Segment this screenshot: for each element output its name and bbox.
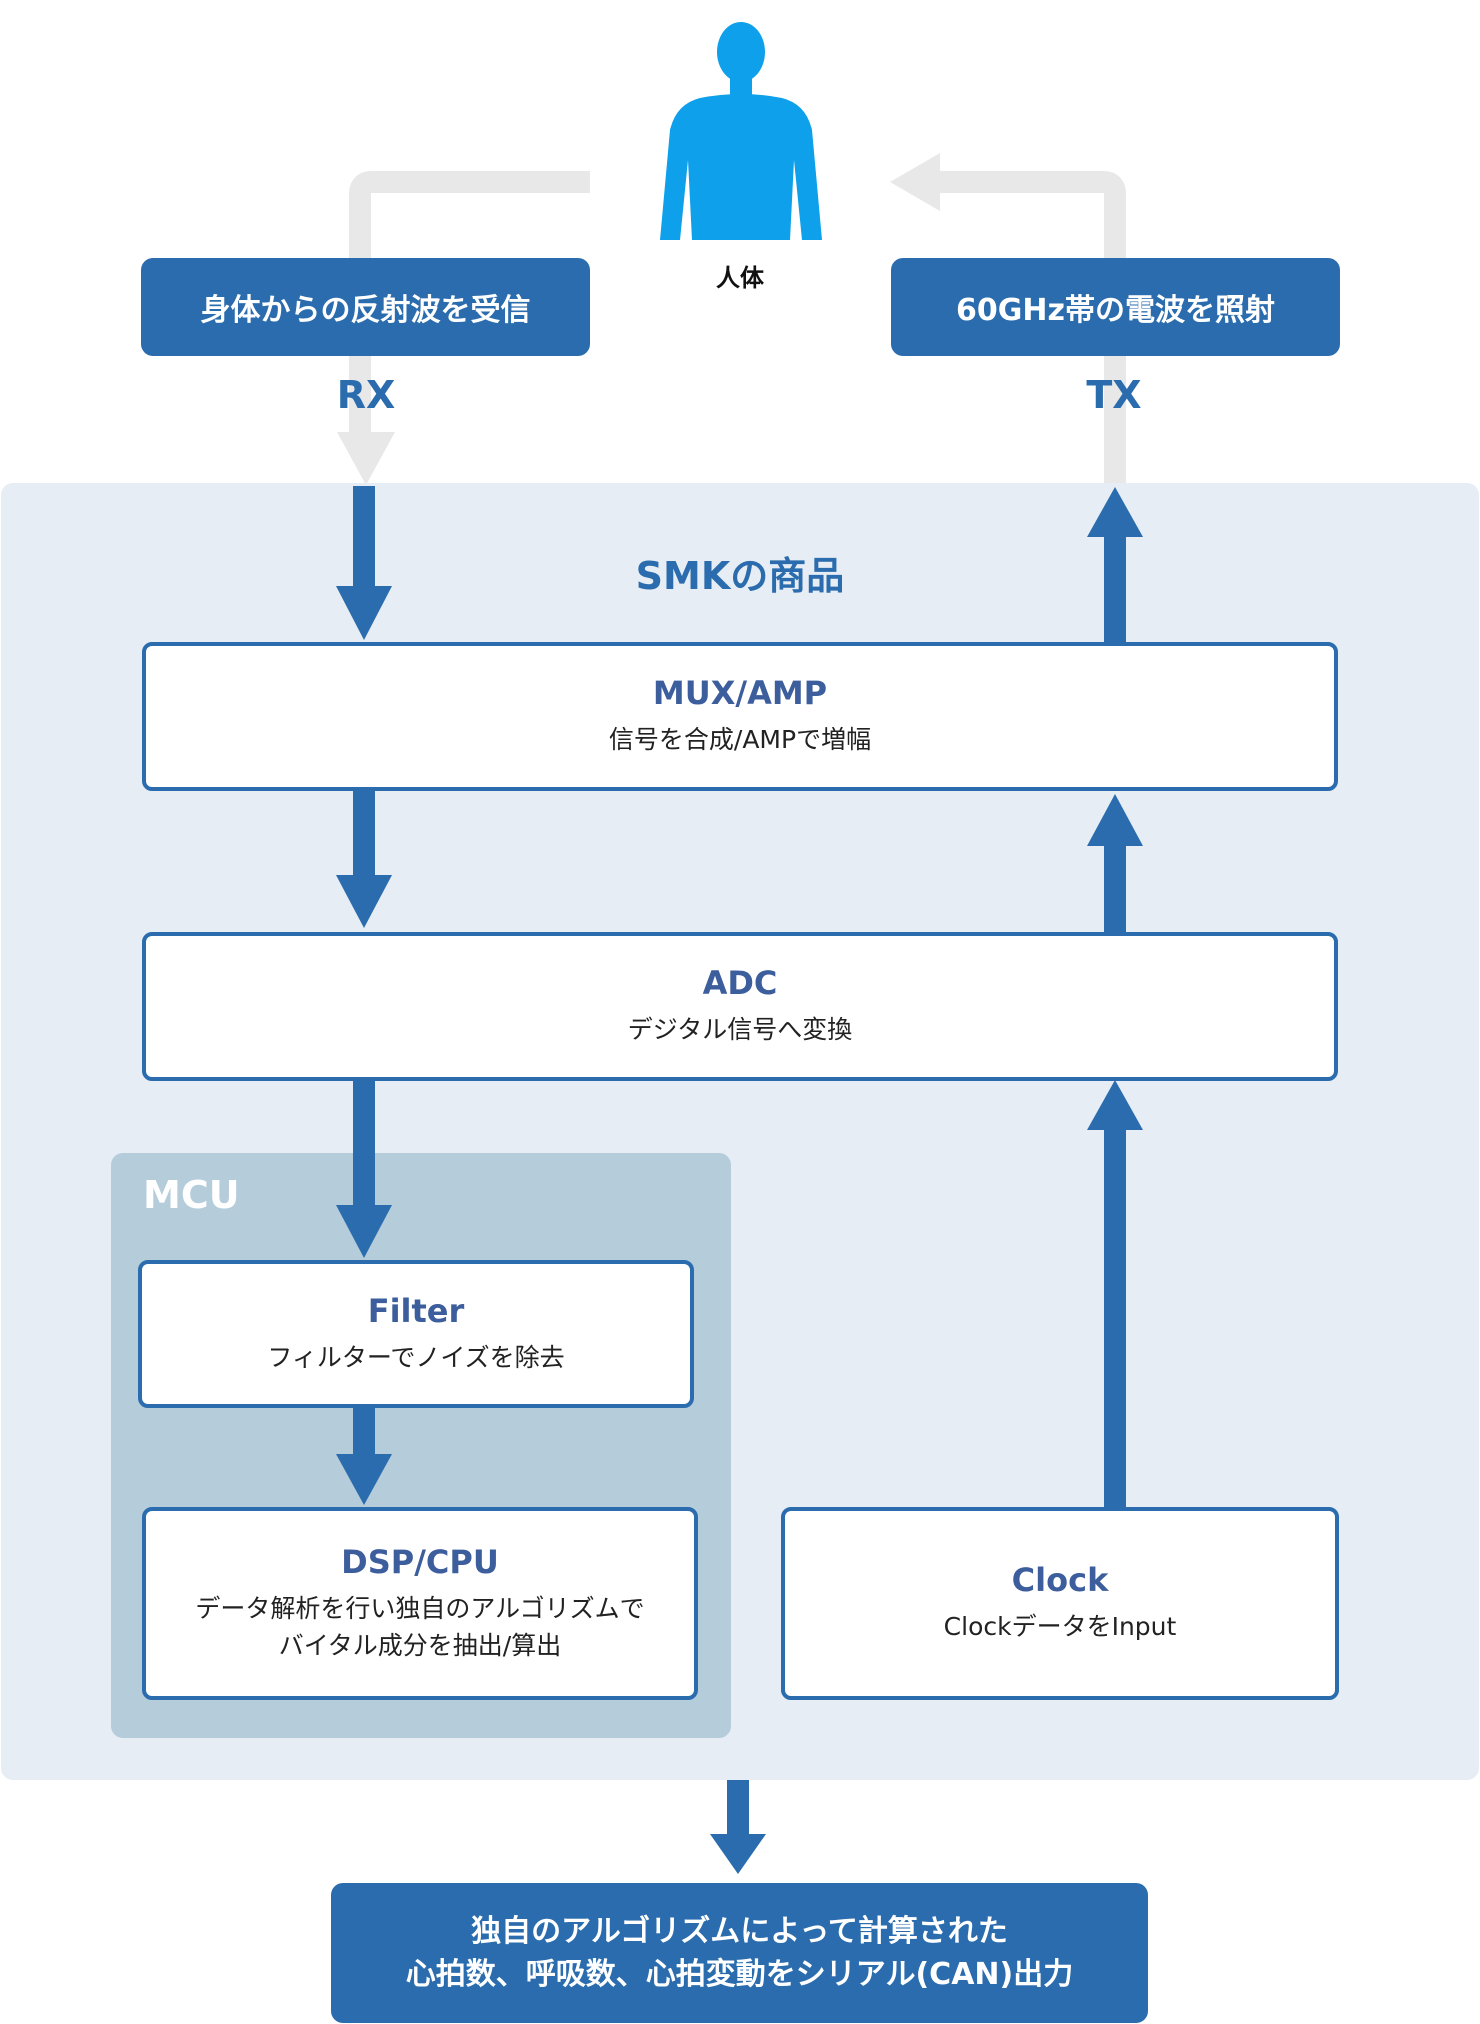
arrow-rx-to-mux — [336, 486, 392, 640]
rx-description-box: 身体からの反射波を受信 — [141, 258, 590, 356]
dsp-cpu-desc-line2: バイタル成分を抽出/算出 — [278, 1630, 562, 1660]
tx-wave-arrow — [890, 153, 1126, 486]
adc-block: ADC デジタル信号へ変換 — [142, 932, 1338, 1081]
output-line1: 独自のアルゴリズムによって計算された — [471, 1913, 1008, 1949]
filter-block: Filter フィルターでノイズを除去 — [138, 1260, 694, 1408]
clock-block: Clock ClockデータをInput — [781, 1507, 1339, 1700]
mux-amp-block: MUX/AMP 信号を合成/AMPで増幅 — [142, 642, 1338, 791]
filter-desc: フィルターでノイズを除去 — [267, 1342, 565, 1372]
dsp-cpu-desc: データ解析を行い独自のアルゴリズムで バイタル成分を抽出/算出 — [195, 1591, 644, 1664]
dsp-cpu-block: DSP/CPU データ解析を行い独自のアルゴリズムで バイタル成分を抽出/算出 — [142, 1507, 698, 1700]
arrow-filter-to-dsp — [336, 1408, 392, 1505]
dsp-cpu-desc-line1: データ解析を行い独自のアルゴリズムで — [195, 1594, 645, 1624]
output-box: 独自のアルゴリズムによって計算された 心拍数、呼吸数、心拍変動をシリアル(CAN… — [331, 1883, 1148, 2023]
filter-title: Filter — [367, 1291, 465, 1330]
adc-title: ADC — [702, 964, 778, 1003]
arrow-product-to-output — [710, 1780, 766, 1874]
clock-title: Clock — [1011, 1561, 1109, 1600]
mcu-title: MCU — [143, 1173, 240, 1217]
tx-description-box: 60GHz帯の電波を照射 — [891, 258, 1340, 356]
human-body-icon — [660, 22, 822, 240]
rx-wave-arrow — [337, 171, 590, 485]
arrow-adc-to-filter — [336, 1081, 392, 1258]
mux-amp-title: MUX/AMP — [652, 674, 828, 713]
arrow-adc-to-mux — [1087, 794, 1143, 934]
clock-desc: ClockデータをInput — [943, 1612, 1177, 1642]
dsp-cpu-title: DSP/CPU — [341, 1543, 499, 1582]
human-body-label: 人体 — [716, 264, 764, 292]
rx-description-text: 身体からの反射波を受信 — [200, 293, 531, 328]
arrow-mux-to-adc — [336, 791, 392, 928]
product-title: SMKの商品 — [635, 554, 845, 598]
mux-amp-desc: 信号を合成/AMPで増幅 — [608, 725, 872, 755]
rx-label: RX — [336, 373, 396, 417]
adc-desc: デジタル信号へ変換 — [627, 1015, 853, 1045]
arrow-mux-to-tx — [1087, 487, 1143, 643]
output-line2: 心拍数、呼吸数、心拍変動をシリアル(CAN)出力 — [405, 1957, 1074, 1992]
tx-description-text: 60GHz帯の電波を照射 — [956, 293, 1275, 328]
arrow-clock-to-adc — [1087, 1080, 1143, 1508]
tx-label: TX — [1086, 373, 1142, 417]
